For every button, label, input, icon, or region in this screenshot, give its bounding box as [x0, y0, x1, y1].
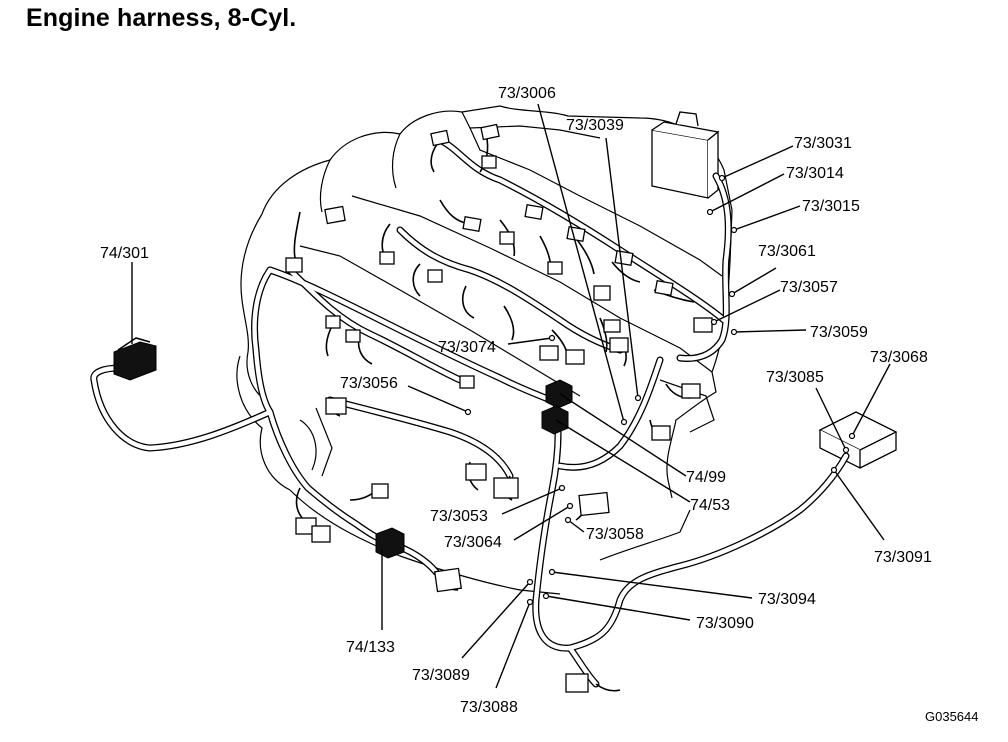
harness-wires-inner [91, 137, 849, 687]
callout-73-3015: 73/3015 [802, 198, 860, 215]
leader-73-3053 [501, 487, 563, 515]
callout-73-3074: 73/3074 [438, 339, 496, 356]
diagram-title: Engine harness, 8-Cyl. [26, 4, 297, 32]
connector-74-133 [375, 527, 405, 559]
callout-74-301: 74/301 [100, 245, 149, 262]
callout-73-3039: 73/3039 [566, 117, 624, 134]
connector-74-301 [113, 337, 157, 381]
callout-73-3094: 73/3094 [758, 591, 816, 608]
leader-dots [464, 174, 856, 606]
callout-73-3090: 73/3090 [696, 615, 754, 632]
callout-74-53: 74/53 [690, 497, 730, 514]
wire-front-left [266, 408, 440, 576]
leader-73-3085 [815, 387, 847, 451]
control-module-right [818, 411, 898, 470]
callout-73-3014: 73/3014 [786, 165, 844, 182]
callout-73-3056: 73/3056 [340, 375, 398, 392]
callout-73-3061: 73/3061 [758, 243, 816, 260]
callout-73-3057: 73/3057 [780, 279, 838, 296]
callout-73-3053: 73/3053 [430, 508, 488, 525]
connector-74-99 [545, 379, 573, 409]
wire-spine [532, 398, 850, 652]
callout-73-3091: 73/3091 [874, 549, 932, 566]
leader-73-3068 [851, 363, 891, 437]
leader-73-3074 [507, 337, 553, 345]
callout-73-3059: 73/3059 [810, 324, 868, 341]
leader-73-3006 [537, 103, 625, 423]
connectors [285, 123, 713, 693]
leader-73-3031 [721, 145, 794, 179]
leader-74-53 [555, 419, 691, 503]
leader-73-3057 [713, 289, 781, 323]
modules [651, 111, 898, 470]
callout-73-3058: 73/3058 [586, 526, 644, 543]
callout-73-3064: 73/3064 [444, 534, 502, 551]
leader-73-3090 [545, 595, 691, 621]
leader-73-3094 [551, 571, 753, 599]
callout-73-3068: 73/3068 [870, 349, 928, 366]
figure-code: G035644 [925, 709, 979, 724]
leader-73-3039 [605, 137, 639, 399]
leader-lines [131, 103, 891, 689]
callout-73-3006: 73/3006 [498, 85, 556, 102]
leader-73-3091 [833, 469, 885, 541]
leader-73-3015 [733, 205, 801, 231]
leader-73-3059 [733, 329, 807, 333]
leader-74-99 [559, 393, 687, 477]
leader-73-3061 [731, 267, 777, 295]
connector-74-53 [541, 405, 569, 435]
engine-outline [236, 105, 733, 595]
leader-73-3064 [513, 505, 571, 541]
callout-73-3088: 73/3088 [460, 699, 518, 716]
leader-73-3058 [567, 519, 585, 533]
branch-wires [293, 133, 695, 692]
wire-right-branch [556, 356, 664, 471]
leader-73-3088 [495, 601, 531, 689]
leader-73-3056 [407, 385, 469, 413]
callout-73-3085: 73/3085 [766, 369, 824, 386]
callout-74-133: 74/133 [346, 639, 395, 656]
callout-74-99: 74/99 [686, 469, 726, 486]
callout-73-3031: 73/3031 [794, 135, 852, 152]
leader-73-3089 [461, 581, 531, 659]
callout-73-3089: 73/3089 [412, 667, 470, 684]
dark-connectors [113, 337, 573, 559]
control-module-top-right [651, 111, 720, 199]
leader-73-3014 [709, 173, 785, 213]
callout-labels: 73/3006 73/3039 73/3031 73/3014 73/3015 … [100, 85, 932, 716]
